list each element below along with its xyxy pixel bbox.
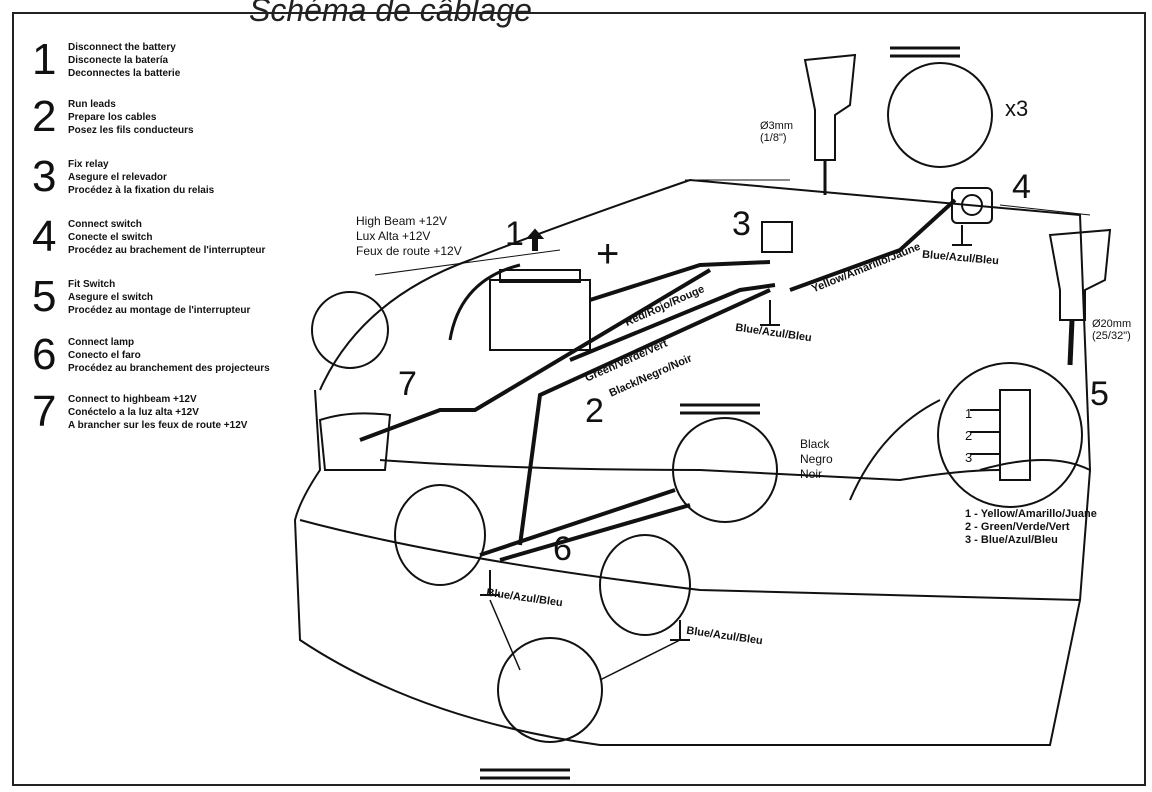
times-three-label: x3 — [1005, 96, 1029, 121]
step-text: A brancher sur les feux de route +12V — [68, 419, 248, 431]
step-number: 7 — [32, 387, 57, 436]
step-number: 1 — [32, 35, 57, 84]
fog-lamp-left — [394, 484, 486, 586]
drill-small — [803, 53, 857, 161]
detail-switch-fit — [937, 362, 1083, 508]
wire-highbeam — [359, 268, 712, 442]
step-text: Asegure el switch — [68, 291, 154, 303]
step-text: Disconnect the battery — [68, 41, 176, 53]
step-number: 4 — [32, 212, 57, 261]
wire-red — [589, 260, 771, 302]
step-number: 6 — [32, 330, 57, 379]
step-text: Procédez au branchement des projecteurs — [68, 362, 270, 374]
step-text: Run leads — [68, 98, 116, 110]
wire-black — [518, 288, 771, 546]
step-text: Conéctelo a la luz alta +12V — [68, 406, 199, 418]
callout-2: 2 — [585, 392, 604, 430]
battery — [489, 279, 591, 351]
step-text: Fit Switch — [68, 278, 116, 290]
dash-switch — [951, 187, 993, 224]
fog-lamp-right — [599, 534, 691, 636]
car-hood — [319, 178, 1092, 472]
step-text: Procédez au brachement de l'interrupteur — [68, 244, 266, 256]
grille — [379, 459, 1001, 482]
callout-6: 6 — [553, 530, 572, 568]
step-text: Connect lamp — [68, 336, 135, 348]
step-text: Connect to highbeam +12V — [68, 393, 197, 405]
detail-lamp-ground — [497, 637, 603, 743]
diagram-frame: Schéma de câblage — [12, 0, 1146, 786]
step-number: 2 — [32, 92, 57, 141]
step-text: Prepare los cables — [68, 111, 157, 123]
step-text: Conecto el faro — [68, 349, 141, 361]
drill-large — [1048, 228, 1112, 321]
wire-yellow — [789, 198, 957, 292]
drill-small-label: Ø3mm(1/8") — [760, 120, 793, 144]
crimper — [480, 46, 960, 780]
wires — [359, 198, 957, 562]
callout-3: 3 — [732, 205, 751, 243]
diagram-title: Schéma de câblage — [249, 0, 532, 28]
step-text: Procédez à la fixation du relais — [68, 184, 215, 196]
windshield — [849, 399, 941, 501]
wire-lamp2 — [499, 503, 691, 562]
battery-plus: + — [596, 232, 620, 276]
arrow-up — [525, 228, 545, 251]
detail-highbeam — [311, 291, 389, 369]
drill-large-label: Ø20mm(25/32") — [1092, 318, 1132, 342]
headlight-left — [318, 412, 392, 471]
step-text: Conecte el switch — [68, 231, 153, 243]
callout-4: 4 — [1012, 168, 1031, 206]
detail-switch-connector — [887, 62, 993, 168]
step-text: Connect switch — [68, 218, 142, 230]
step-text: Fix relay — [68, 158, 109, 170]
step-text: Posez les fils conducteurs — [68, 124, 194, 136]
relay — [761, 221, 793, 253]
step-text: Procédez au montage de l'interrupteur — [68, 304, 251, 316]
callout-7: 7 — [398, 365, 417, 403]
detail-lamp-black — [672, 417, 778, 523]
callout-1: 1 — [505, 215, 524, 253]
step-text: Disconecte la batería — [68, 54, 169, 66]
callout-5: 5 — [1090, 375, 1109, 413]
step-text: Deconnectes la batterie — [68, 67, 181, 79]
step-text: Asegure el relevador — [68, 171, 167, 183]
step-number: 5 — [32, 272, 57, 321]
wire-green — [569, 283, 776, 362]
step-number: 3 — [32, 152, 57, 201]
wire-lamp — [479, 488, 676, 557]
bumper — [299, 519, 1081, 601]
